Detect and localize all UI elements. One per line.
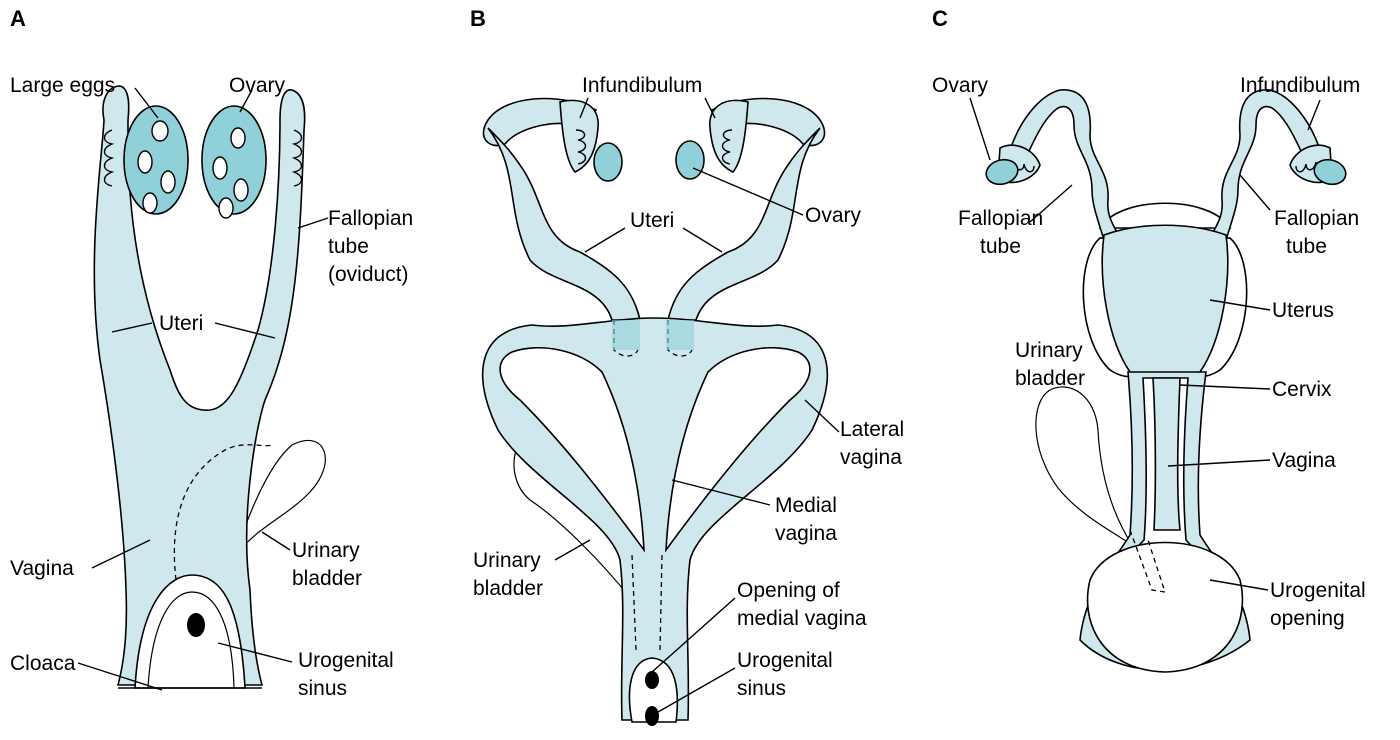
panel-b: B <box>470 6 904 726</box>
panel-b-label-opening-2: medial vagina <box>737 607 867 630</box>
panel-b-infundibulum-left <box>560 100 598 172</box>
panel-b-label-urinary-1: Urinary <box>473 549 541 572</box>
panel-b-label-medial-2: vagina <box>775 522 837 545</box>
panel-c-letter: C <box>932 6 948 31</box>
panel-c-label-urinary-1: Urinary <box>1015 339 1083 362</box>
panel-a-ovary-right <box>202 106 266 214</box>
panel-c-label-vagina: Vagina <box>1272 449 1336 472</box>
panel-b-entry-left-fill <box>612 320 640 350</box>
panel-b-infundibulum-right <box>710 100 748 172</box>
panel-b-leader-urinary <box>555 540 590 560</box>
panel-a-label-large-eggs: Large eggs <box>10 74 115 97</box>
panel-b-sinus-opening <box>645 706 659 726</box>
panel-a: A <box>10 6 413 700</box>
panel-a-leader-urinary <box>262 532 290 550</box>
panel-b-label-urinary-2: bladder <box>473 577 543 600</box>
panel-b-leader-uteri-right <box>683 228 722 252</box>
panel-c-label-fallopian-r2: tube <box>1286 235 1327 258</box>
panel-b-opening-medial <box>645 671 659 689</box>
panel-b-label-medial-1: Medial <box>775 494 837 517</box>
panel-c-label-fallopian-l2: tube <box>980 235 1021 258</box>
panel-c-label-cervix: Cervix <box>1272 378 1332 401</box>
panel-b-letter: B <box>470 6 486 31</box>
panel-a-label-uteri: Uteri <box>159 312 203 335</box>
panel-c: C Ovar <box>932 6 1366 672</box>
panel-b-label-lateral-1: Lateral <box>840 418 904 441</box>
panel-a-egg <box>219 198 233 218</box>
panel-b-label-sinus-2: sinus <box>737 677 786 700</box>
panel-c-leader-infundibulum <box>1308 100 1320 130</box>
panel-b-label-lateral-2: vagina <box>840 446 902 469</box>
panel-a-leader-fallopian <box>298 218 328 228</box>
panel-b-leader-uteri-left <box>585 228 625 252</box>
panel-a-label-ovary: Ovary <box>229 74 286 97</box>
panel-a-label-vagina: Vagina <box>10 557 74 580</box>
panel-c-uro-disc <box>1088 543 1243 673</box>
panel-b-ovary-right <box>676 141 704 179</box>
panel-a-label-fallopian-3: (oviduct) <box>328 263 409 286</box>
panel-a-label-sinus-1: Urogenital <box>298 649 394 672</box>
panel-a-letter: A <box>10 6 26 31</box>
panel-c-leader-fallopian-right <box>1240 175 1270 210</box>
panel-a-label-sinus-2: sinus <box>298 677 347 700</box>
panel-c-label-uro-1: Urogenital <box>1270 579 1366 602</box>
panel-c-label-urinary-2: bladder <box>1015 367 1085 390</box>
panel-c-leader-ovary <box>970 98 990 160</box>
panel-c-label-infundibulum: Infundibulum <box>1240 74 1360 97</box>
panel-a-label-cloaca: Cloaca <box>10 652 76 675</box>
panel-a-egg <box>143 193 157 213</box>
panel-c-label-fallopian-l1: Fallopian <box>958 207 1043 230</box>
panel-b-label-uteri: Uteri <box>630 209 674 232</box>
panel-a-sinus-opening <box>187 613 205 637</box>
panel-a-egg <box>213 157 227 179</box>
panel-a-egg <box>231 128 245 148</box>
panel-c-vagina-core <box>1153 378 1180 530</box>
panel-a-egg <box>234 179 248 201</box>
panel-b-leader-infundibulum-right <box>705 98 715 118</box>
panel-b-label-ovary: Ovary <box>805 204 862 227</box>
panel-a-egg <box>161 171 175 193</box>
panel-c-label-fallopian-r1: Fallopian <box>1274 207 1359 230</box>
panel-a-label-urinary-1: Urinary <box>292 539 360 562</box>
panel-b-label-opening-1: Opening of <box>737 579 840 602</box>
panel-c-label-uro-2: opening <box>1270 607 1345 630</box>
panel-c-label-ovary: Ovary <box>932 74 989 97</box>
panel-b-label-infundibulum: Infundibulum <box>582 74 702 97</box>
panel-c-top-dome <box>1100 203 1230 228</box>
panel-a-label-fallopian-2: tube <box>328 235 369 258</box>
panel-a-label-fallopian-1: Fallopian <box>328 207 413 230</box>
panel-a-egg <box>138 151 152 173</box>
panel-c-urinary-bladder <box>1036 387 1132 545</box>
panel-b-label-sinus-1: Urogenital <box>737 649 833 672</box>
panel-b-ovary-left <box>594 143 622 181</box>
panel-a-egg <box>152 121 168 141</box>
panel-c-uterus <box>1102 225 1227 378</box>
panel-c-label-uterus: Uterus <box>1272 299 1334 322</box>
panel-b-entry-right-fill <box>666 320 694 350</box>
panel-a-label-urinary-2: bladder <box>292 567 362 590</box>
